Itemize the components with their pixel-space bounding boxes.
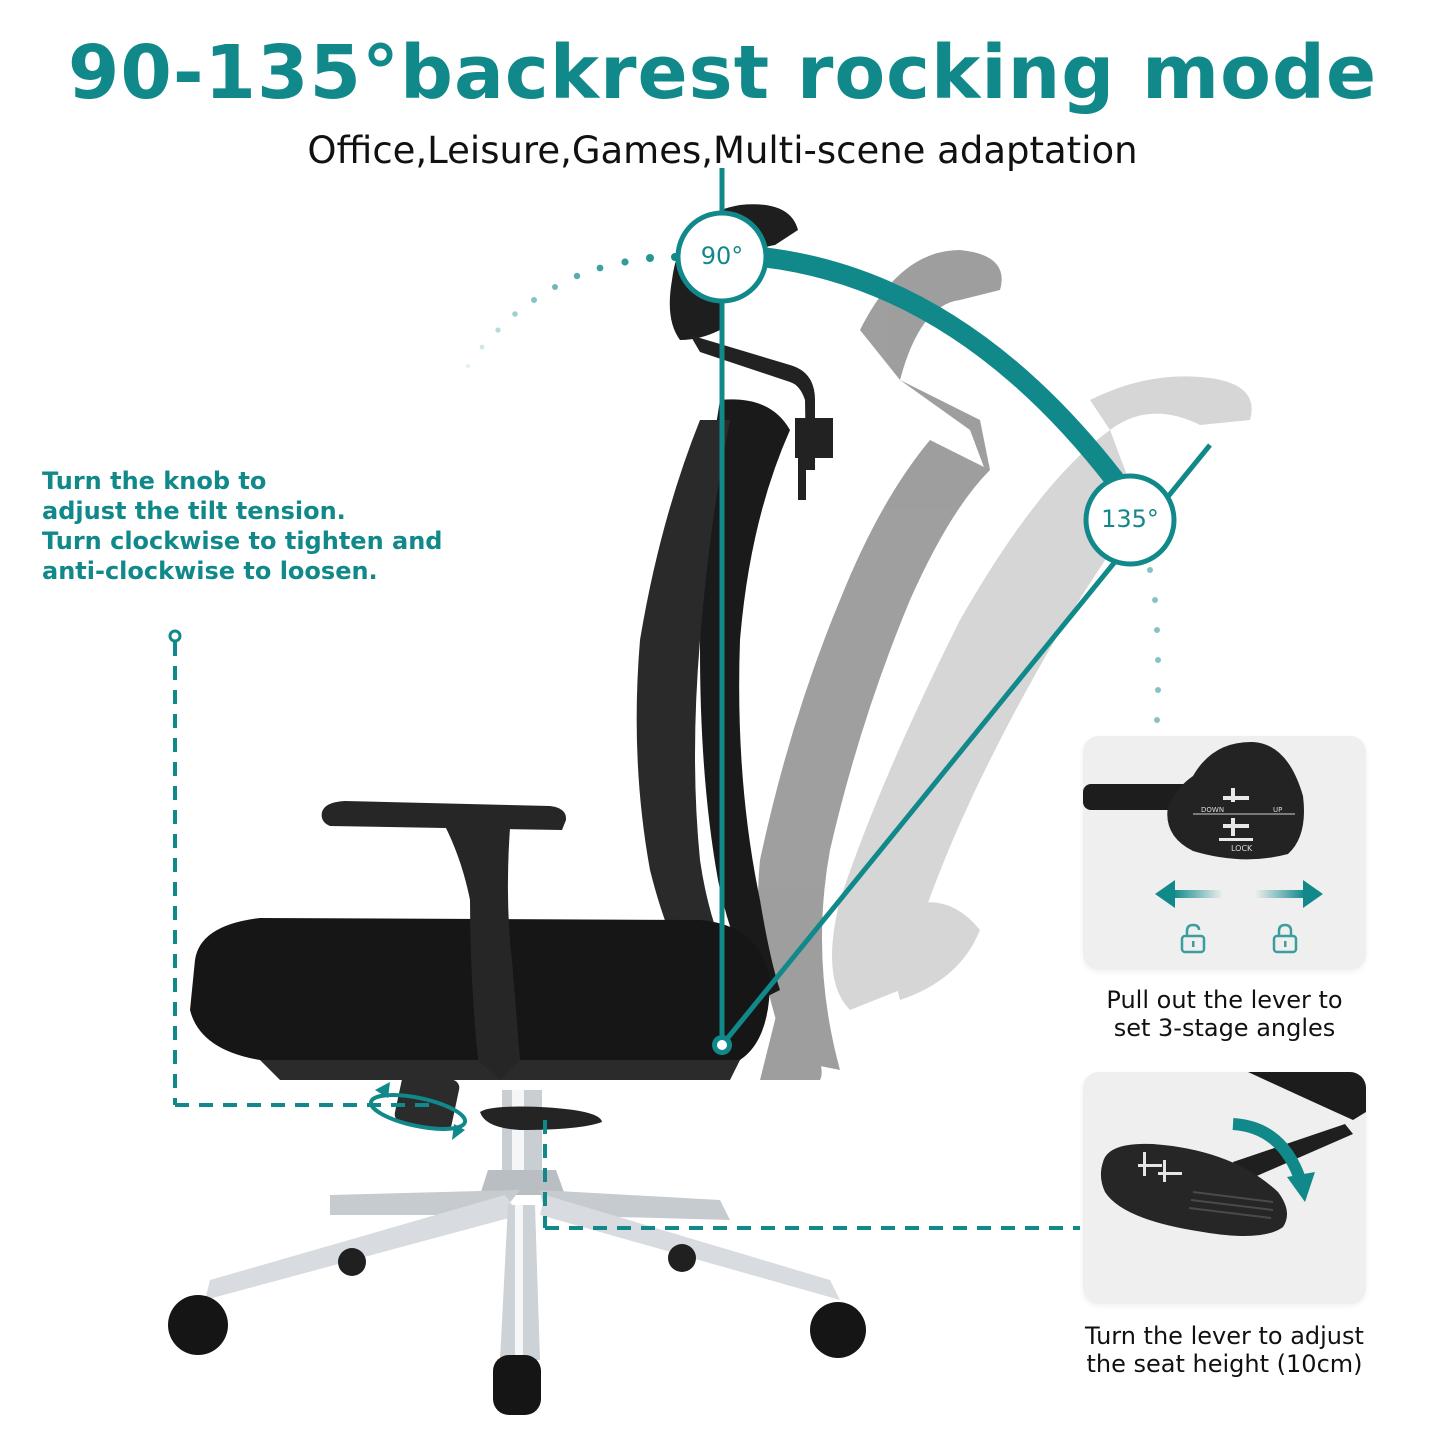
page-title: 90-135°backrest rocking mode	[67, 30, 1378, 116]
chair-armrest	[321, 801, 567, 1080]
seat-lever-illustration	[1100, 1072, 1366, 1236]
knob-callout: Turn the knob to adjust the tilt tension…	[42, 466, 472, 586]
panel-backrest-caption: Pull out the lever to set 3-stage angles	[1063, 986, 1386, 1042]
knob-leader-line	[173, 642, 430, 1107]
angle-badge-90	[675, 210, 769, 304]
panel-backrest-lever: DOWN UP LOCK	[1083, 736, 1366, 970]
lever-illustration	[1083, 741, 1304, 860]
dotted-line-right	[1147, 567, 1161, 723]
rotate-arrow-icon	[1232, 1118, 1315, 1202]
arrow-left-icon	[1155, 880, 1223, 908]
unlock-icon	[1180, 923, 1206, 954]
knob-callout-line: adjust the tilt tension.	[42, 497, 346, 525]
lever-label-lock: LOCK	[1231, 844, 1253, 853]
knob-callout-line: Turn clockwise to tighten and	[42, 527, 443, 555]
lever-label-down: DOWN	[1201, 806, 1225, 814]
chair-base	[168, 1190, 866, 1415]
chair-gas-lift	[480, 1090, 602, 1195]
lever-label-up: UP	[1273, 806, 1283, 814]
angle-badge-135	[1083, 473, 1177, 567]
panel-seat-height-caption: Turn the lever to adjust the seat height…	[1063, 1322, 1386, 1378]
panel-seat-height-lever	[1083, 1072, 1366, 1304]
dotted-arc-left	[465, 253, 679, 369]
caption-line: the seat height (10cm)	[1086, 1350, 1363, 1378]
lock-icon	[1272, 923, 1298, 954]
knob-callout-line: Turn the knob to	[42, 467, 267, 495]
angle-label-135: 135°	[1101, 505, 1159, 533]
arrow-right-icon	[1255, 880, 1323, 908]
caption-line: set 3-stage angles	[1113, 1014, 1336, 1042]
knob-callout-line: anti-clockwise to loosen.	[42, 557, 378, 585]
caption-line: Pull out the lever to	[1106, 986, 1343, 1014]
page-subtitle: Office,Leisure,Games,Multi-scene adaptat…	[307, 129, 1138, 172]
rotate-knob-icon	[368, 1093, 468, 1131]
caption-line: Turn the lever to adjust	[1085, 1322, 1364, 1350]
angle-label-90: 90°	[700, 242, 744, 270]
lever-leader-line	[543, 1120, 1080, 1230]
